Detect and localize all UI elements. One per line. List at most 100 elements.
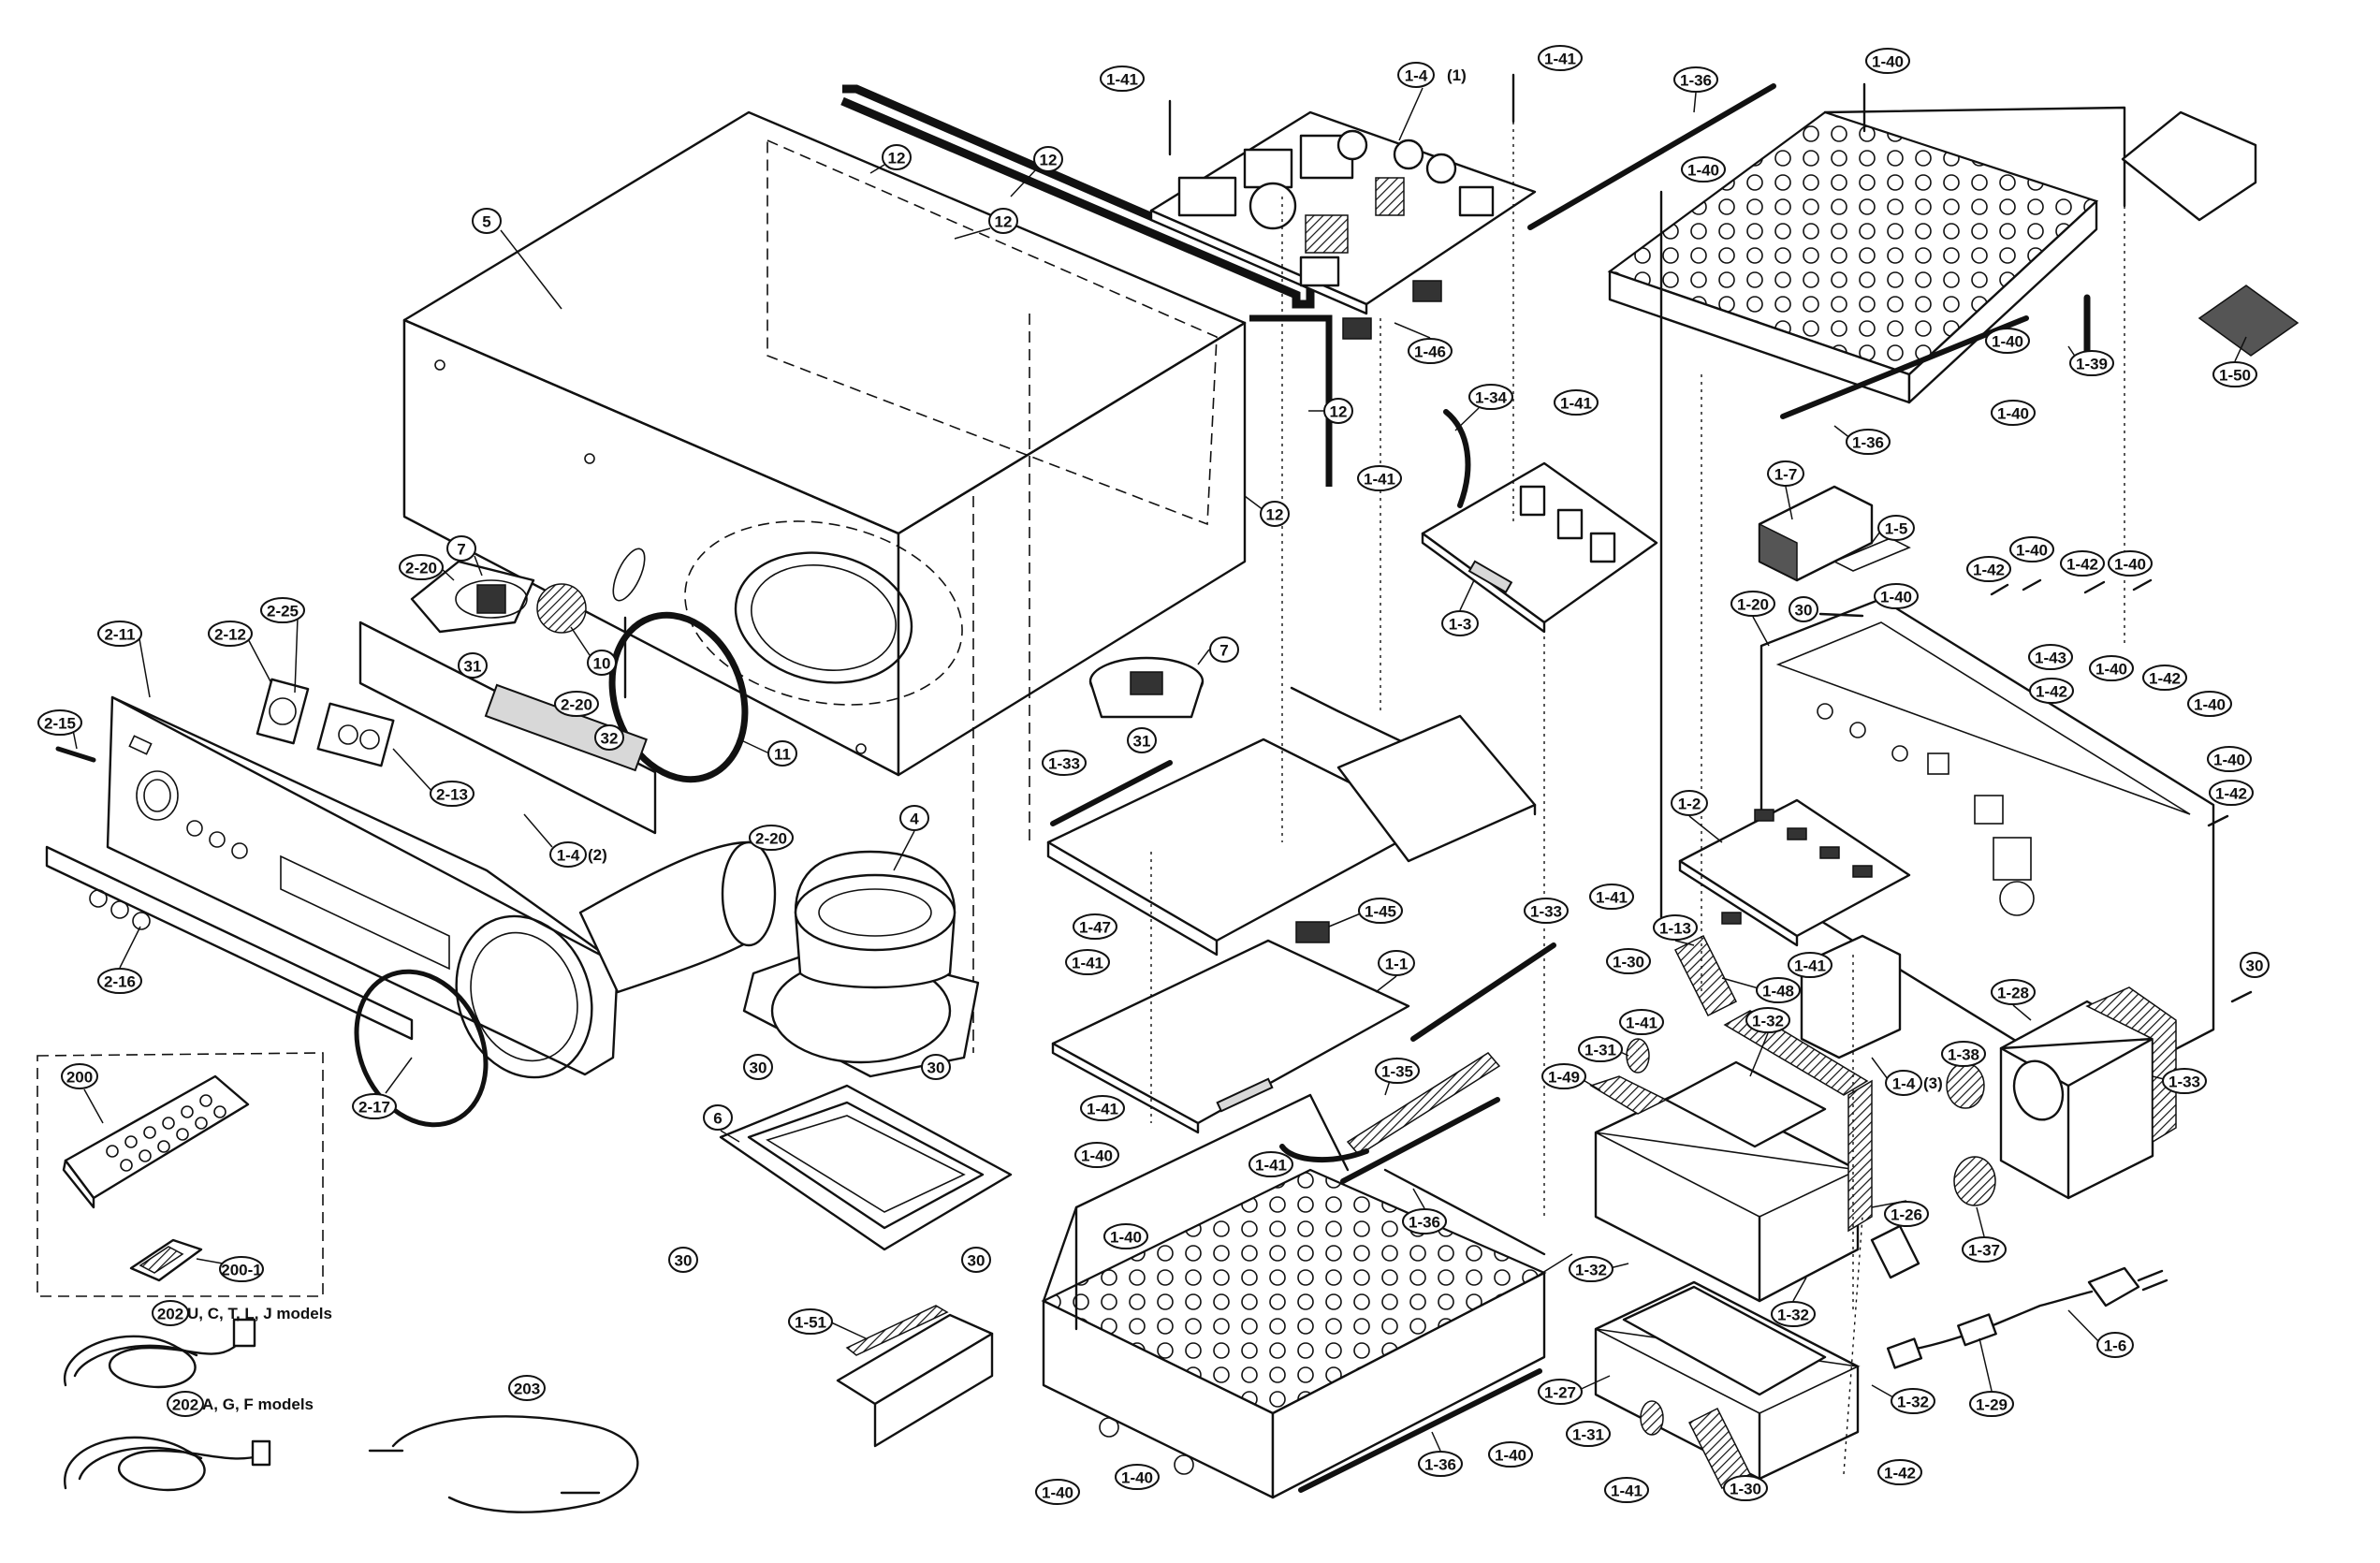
callout-1-42: 1-42 bbox=[2060, 550, 2105, 577]
callout-label: 1-48 bbox=[1762, 983, 1794, 1001]
callout-label: 1-4 bbox=[557, 847, 580, 865]
woofer-frame-6 bbox=[719, 1084, 1013, 1251]
callout-label: 1-41 bbox=[1611, 1483, 1643, 1500]
callout-label: 30 bbox=[1795, 602, 1813, 620]
callout-label: 1-42 bbox=[1884, 1465, 1916, 1483]
callout-1-30: 1-30 bbox=[1723, 1475, 1768, 1501]
callout-200: 200 bbox=[61, 1063, 98, 1089]
callout-2-13: 2-13 bbox=[430, 781, 475, 807]
callout-label: 6 bbox=[713, 1110, 722, 1128]
callout-label: 1-40 bbox=[2016, 542, 2048, 560]
callout-label: 31 bbox=[1133, 733, 1151, 751]
callout-1-1: 1-1 bbox=[1378, 950, 1415, 976]
callout-12: 12 bbox=[988, 208, 1018, 234]
callout-1-40: 1-40 bbox=[1488, 1441, 1533, 1468]
callout-label: 2-15 bbox=[44, 715, 76, 733]
callout-1-41: 1-41 bbox=[1065, 949, 1110, 975]
callout-label: 1-41 bbox=[1255, 1157, 1287, 1175]
callout-12: 12 bbox=[1323, 398, 1353, 424]
callout-1-51: 1-51 bbox=[788, 1308, 833, 1335]
callout-label: 12 bbox=[888, 150, 906, 168]
pcb-1-4-1 bbox=[1149, 110, 1537, 340]
sub-label: (1) bbox=[1447, 66, 1467, 84]
callout-label: 202 bbox=[172, 1396, 198, 1414]
callout-label: 2-20 bbox=[561, 696, 592, 714]
callout-label: 12 bbox=[995, 213, 1013, 231]
pcb-1-1 bbox=[1051, 921, 1410, 1134]
callout-label: 1-6 bbox=[2104, 1337, 2127, 1355]
amp-module-1-26 bbox=[1594, 934, 1902, 1303]
callout-12: 12 bbox=[882, 144, 912, 170]
callout-1-13: 1-13 bbox=[1653, 914, 1698, 941]
callout-1-41: 1-41 bbox=[1538, 45, 1583, 71]
callout-label: 2-20 bbox=[755, 830, 787, 848]
callout-1-34: 1-34 bbox=[1468, 384, 1513, 410]
callout-label: 200 bbox=[66, 1069, 93, 1087]
callout-label: 2-12 bbox=[214, 626, 246, 644]
callout-label: 5 bbox=[482, 213, 490, 231]
callout-label: 1-41 bbox=[1626, 1015, 1657, 1032]
screw-1-41-top bbox=[1168, 73, 1515, 156]
callout-label: 1-26 bbox=[1891, 1206, 1922, 1224]
grille-cap-10 bbox=[536, 583, 587, 634]
callout-1-33: 1-33 bbox=[1042, 750, 1087, 776]
callout-1-40: 1-40 bbox=[1985, 328, 2030, 354]
callout-1-40: 1-40 bbox=[2089, 655, 2134, 681]
callout-30: 30 bbox=[1789, 596, 1818, 622]
callout-1-40: 1-40 bbox=[1074, 1142, 1119, 1168]
callout-label: 2-13 bbox=[436, 786, 468, 804]
callout-1-40: 1-40 bbox=[1035, 1479, 1080, 1505]
callout-label: 1-47 bbox=[1079, 919, 1111, 937]
callout-1-32: 1-32 bbox=[1891, 1388, 1935, 1414]
callout-label: 2-11 bbox=[104, 626, 135, 644]
callout-4: 4 bbox=[899, 805, 929, 831]
note-models-2: A, G, F models bbox=[202, 1395, 314, 1413]
callout-1-39: 1-39 bbox=[2069, 350, 2114, 376]
callout-label: 1-42 bbox=[2215, 785, 2247, 803]
callout-label: 12 bbox=[1040, 152, 1058, 169]
callout-label: 1-1 bbox=[1385, 956, 1409, 973]
callout-1-28: 1-28 bbox=[1991, 979, 2036, 1005]
callout-label: 1-32 bbox=[1897, 1394, 1929, 1411]
callout-label: 1-46 bbox=[1414, 343, 1446, 361]
callout-label: 1-40 bbox=[2213, 752, 2245, 769]
callout-1-40: 1-40 bbox=[1115, 1464, 1160, 1490]
callout-203: 203 bbox=[508, 1375, 546, 1401]
callout-202: 202 bbox=[167, 1391, 204, 1417]
callout-label: 1-50 bbox=[2219, 367, 2251, 385]
callout-label: 1-7 bbox=[1774, 466, 1798, 484]
callout-1-36: 1-36 bbox=[1418, 1451, 1463, 1477]
callout-1-42: 1-42 bbox=[2142, 665, 2187, 691]
callout-1-26: 1-26 bbox=[1884, 1201, 1929, 1227]
callout-1-41: 1-41 bbox=[1100, 66, 1145, 92]
callout-label: 1-31 bbox=[1572, 1426, 1604, 1444]
callout-1-43: 1-43 bbox=[2028, 644, 2073, 670]
callout-7: 7 bbox=[1209, 636, 1239, 663]
callout-label: 2-25 bbox=[267, 603, 299, 621]
callout-1-5: 1-5 bbox=[1877, 515, 1915, 541]
callout-1-42: 1-42 bbox=[1877, 1459, 1922, 1485]
callout-label: 1-40 bbox=[1495, 1447, 1526, 1465]
oring-11 bbox=[608, 611, 749, 783]
callout-label: 1-51 bbox=[795, 1314, 826, 1332]
callout-1-33: 1-33 bbox=[1524, 898, 1569, 924]
callout-1-41: 1-41 bbox=[1604, 1477, 1649, 1503]
callout-label: 1-41 bbox=[1596, 889, 1628, 907]
callout-30: 30 bbox=[743, 1054, 773, 1080]
callout-2-20: 2-20 bbox=[399, 554, 444, 580]
sub-label: (2) bbox=[588, 846, 607, 864]
callout-label: 1-38 bbox=[1948, 1046, 1979, 1064]
connectors-1-30-1-31 bbox=[1589, 934, 1752, 1490]
callout-1-41: 1-41 bbox=[1248, 1151, 1293, 1177]
callout-label: 1-41 bbox=[1364, 471, 1395, 489]
callout-1-41: 1-41 bbox=[1619, 1009, 1664, 1035]
callout-2-20: 2-20 bbox=[554, 691, 599, 717]
callout-label: 1-27 bbox=[1544, 1384, 1576, 1402]
callout-label: 1-30 bbox=[1613, 954, 1644, 971]
screw-2-15 bbox=[55, 746, 96, 763]
display-window-2-16 bbox=[45, 845, 414, 1041]
callout-1-40: 1-40 bbox=[1991, 400, 2036, 426]
callout-32: 32 bbox=[594, 724, 624, 751]
callout-label: 4 bbox=[910, 811, 919, 828]
